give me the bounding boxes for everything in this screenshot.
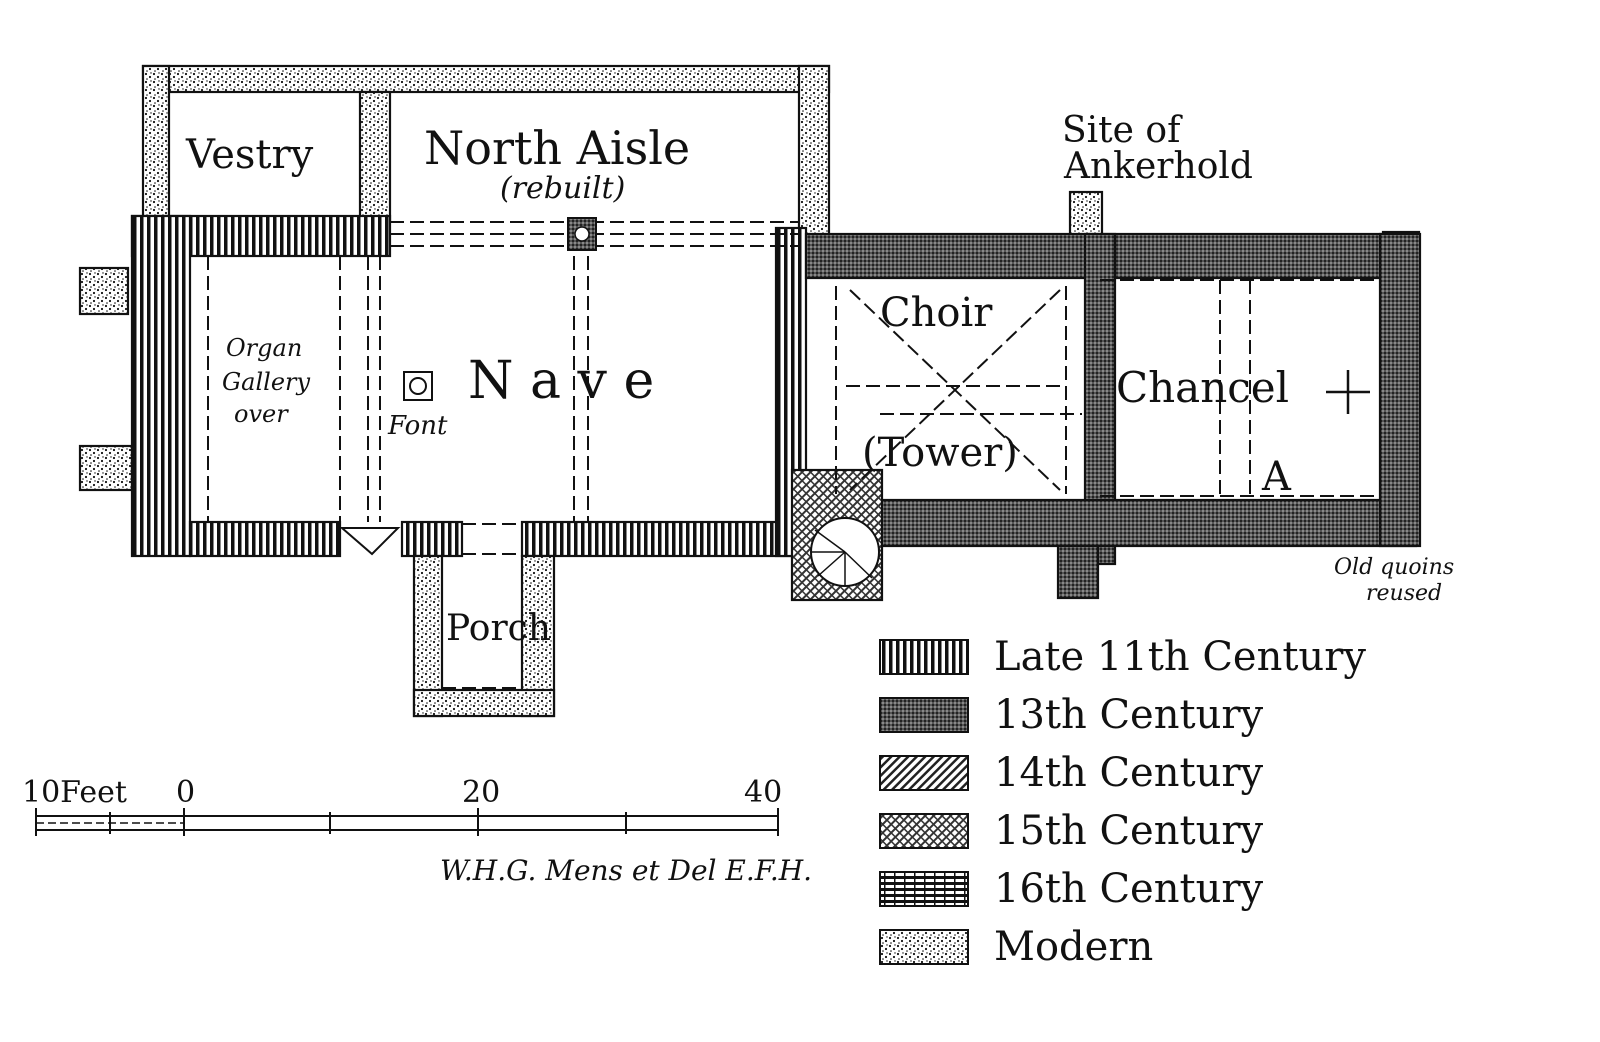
late-11th-century-walls [130,214,808,558]
organ-label-line2: Gallery [222,368,311,396]
legend-swatch-14th [879,755,969,791]
legend-label: 14th Century [994,750,1263,796]
legend-item: Late 11th Century [879,634,1366,680]
legend-label: 16th Century [994,866,1263,912]
legend-label: Late 11th Century [994,634,1366,680]
legend-label: 15th Century [994,808,1263,854]
legend-label: Modern [994,924,1153,970]
legend-item: Modern [879,924,1153,970]
legend: Late 11th Century 13th Century 14th Cent… [879,634,1366,970]
old-quoins-line1: Old quoins [1334,555,1454,580]
porch-walls [412,554,556,718]
chancel-label: Chancel [1116,363,1289,412]
north-aisle-note: (rebuilt) [500,171,625,206]
scale-tick-label: 20 [462,775,500,810]
porch-label: Porch [446,608,551,649]
legend-item: 13th Century [879,692,1263,738]
tower-label: (Tower) [862,430,1018,476]
legend-swatch-modern [879,929,969,965]
organ-label-line3: over [234,400,289,428]
choir-label: Choir [880,290,993,336]
legend-item: 16th Century [879,866,1263,912]
scale-bar: 10Feet 0 20 40 [22,775,782,836]
north-aisle-label: North Aisle [424,121,690,175]
scale-tick-label: 40 [744,775,782,810]
legend-swatch-13th [879,697,969,733]
legend-swatch-16th [879,871,969,907]
nave-pier [567,217,597,251]
legend-item: 15th Century [879,808,1263,854]
altar-cross-icon [1326,370,1370,414]
legend-label: 13th Century [994,692,1263,738]
scale-unit-label: 10Feet [22,775,127,810]
site-label-line2: Ankerhold [1063,146,1253,187]
nave-label: N a v e [468,351,654,411]
font-symbol [403,371,433,401]
old-quoins-line2: reused [1366,581,1442,606]
site-label-line1: Site of [1062,110,1183,151]
13th-century-walls [804,232,1422,600]
organ-label-line1: Organ [226,334,302,362]
font-label: Font [387,411,448,441]
scale-tick-label: 0 [176,775,195,810]
altar-mark-label: A [1261,454,1292,500]
legend-item: 14th Century [879,750,1263,796]
legend-swatch-late-11th [879,639,969,675]
doorway-wedge [339,527,401,556]
vestry-label: Vestry [185,132,314,178]
credit-text: W.H.G. Mens et Del E.F.H. [440,854,812,887]
legend-swatch-15th [879,813,969,849]
